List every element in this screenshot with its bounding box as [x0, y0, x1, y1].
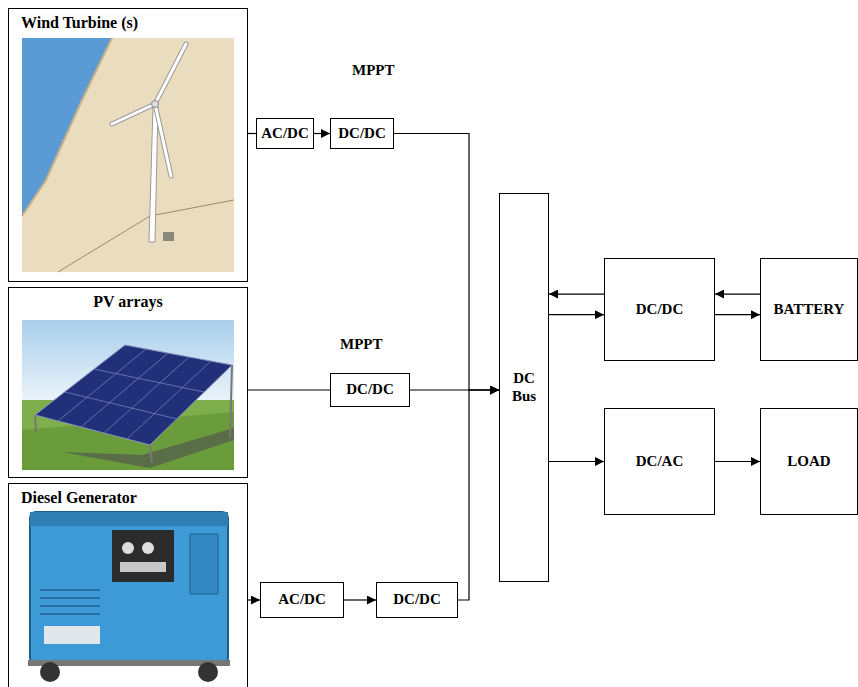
node-label: AC/DC	[278, 591, 326, 608]
power-flow-line	[549, 314, 604, 315]
power-flow-line	[715, 461, 760, 462]
converter-tag: MPPT	[352, 62, 395, 79]
power-flow-line	[458, 390, 499, 600]
power-flow-line	[549, 461, 604, 462]
node-label: LOAD	[787, 453, 830, 470]
converter-box: AC/DC	[256, 118, 314, 149]
node-label: DC/DC	[393, 591, 441, 608]
converter-box: DC/DC	[376, 582, 458, 618]
node-label: PV arrays	[91, 293, 164, 311]
converter-tag: MPPT	[340, 336, 383, 353]
wind-turbine-picture	[22, 38, 234, 272]
converter-box: DC/DC	[330, 373, 410, 407]
power-flow-line	[549, 293, 604, 294]
node-label: DC/AC	[636, 453, 684, 470]
converter-box: AC/DC	[260, 582, 344, 618]
node-label: DC Bus	[505, 370, 543, 405]
diesel-generator-picture	[28, 512, 230, 682]
source-panel: PV arrays	[8, 287, 248, 478]
inverter-box: DC/AC	[604, 408, 715, 515]
converter-box: DC/DC	[604, 258, 715, 361]
converter-box: DC/DC	[330, 118, 394, 149]
node-label: Wind Turbine (s)	[19, 14, 140, 32]
node-label: AC/DC	[261, 125, 309, 142]
storage-box: BATTERY	[760, 258, 858, 361]
power-flow-line	[715, 293, 760, 294]
pv-array-picture	[22, 320, 234, 470]
node-label: Diesel Generator	[19, 489, 139, 507]
source-panel: Wind Turbine (s)	[8, 8, 248, 282]
power-flow-line	[248, 133, 256, 134]
power-flow-line	[344, 599, 376, 600]
power-flow-line	[715, 314, 760, 315]
bus-bar: DC Bus	[499, 193, 549, 582]
power-flow-line	[314, 133, 330, 134]
source-panel: Diesel Generator	[8, 483, 248, 687]
power-flow-line	[394, 134, 499, 391]
power-flow-line	[248, 599, 260, 600]
node-label: DC/DC	[346, 381, 394, 398]
node-label: BATTERY	[774, 301, 845, 318]
node-label: DC/DC	[338, 125, 386, 142]
load-box: LOAD	[760, 408, 858, 515]
node-label: DC/DC	[636, 301, 684, 318]
power-flow-line	[248, 389, 330, 390]
